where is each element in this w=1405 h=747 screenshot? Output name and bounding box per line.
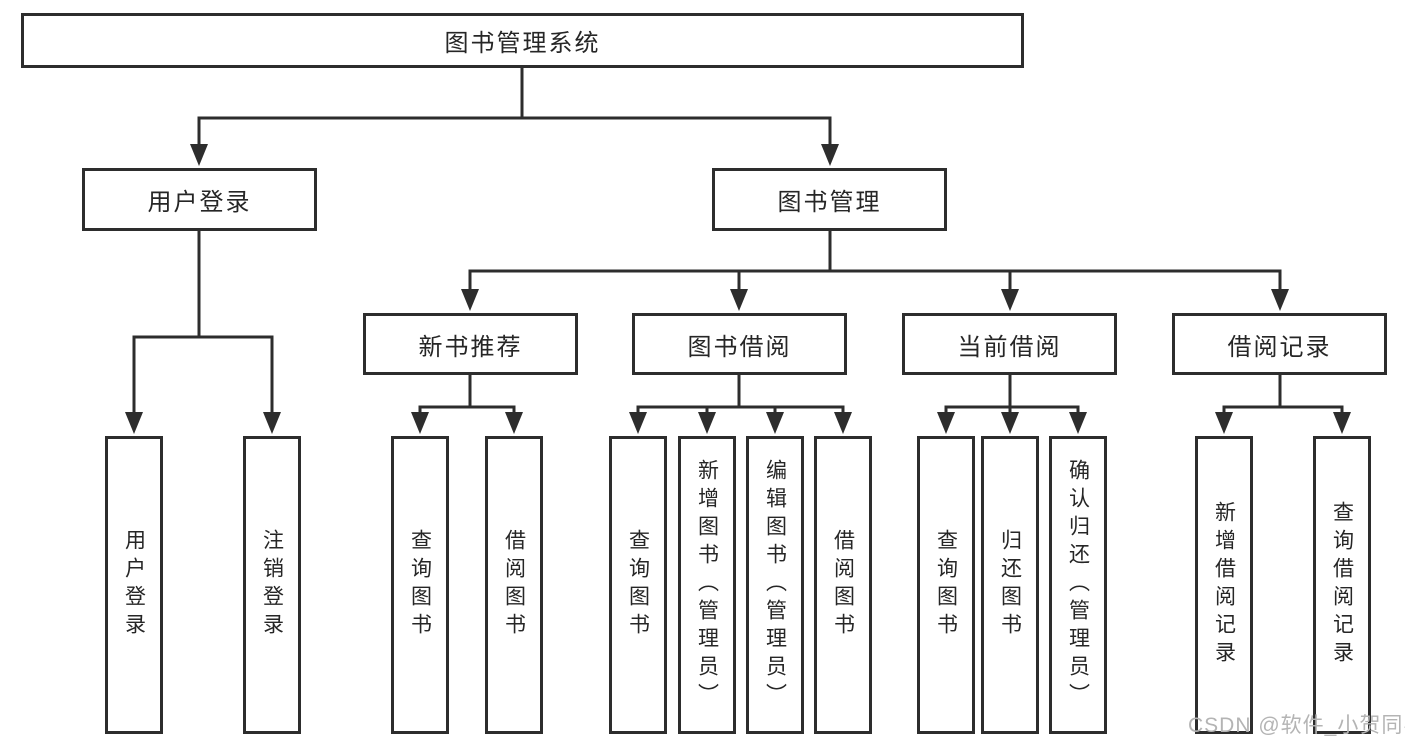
leaf-query-borrow-record: 查询借阅记录: [1313, 436, 1371, 734]
leaf-add-borrow-record: 新增借阅记录: [1195, 436, 1253, 734]
node-library-management-system: 图书管理系统: [21, 13, 1024, 68]
connector-root-to-level2: [190, 68, 839, 166]
leaf-user-login-label: 用户登录: [122, 529, 146, 641]
connector-new-book-recommend-branch: [411, 375, 523, 434]
leaf-query-book-borrow-label: 查询图书: [626, 529, 650, 641]
leaf-return-book: 归还图书: [981, 436, 1039, 734]
connector-current-borrow-branch: [937, 375, 1087, 434]
leaf-borrow-book-label: 借阅图书: [831, 529, 855, 641]
leaf-add-book-admin-label: 新增图书（管理员）: [695, 459, 719, 711]
leaf-borrow-book: 借阅图书: [814, 436, 872, 734]
leaf-query-book-current-label: 查询图书: [934, 529, 958, 641]
leaf-return-book-label: 归还图书: [998, 529, 1022, 641]
leaf-edit-book-admin: 编辑图书（管理员）: [746, 436, 804, 734]
leaf-query-book-current: 查询图书: [917, 436, 975, 734]
node-new-book-recommend: 新书推荐: [363, 313, 578, 375]
node-borrow-records: 借阅记录: [1172, 313, 1387, 375]
connector-user-login-branch: [125, 231, 281, 434]
leaf-query-book-recommend: 查询图书: [391, 436, 449, 734]
node-current-borrow: 当前借阅: [902, 313, 1117, 375]
leaf-query-borrow-record-label: 查询借阅记录: [1330, 501, 1354, 669]
leaf-borrow-book-recommend: 借阅图书: [485, 436, 543, 734]
leaf-add-book-admin: 新增图书（管理员）: [678, 436, 736, 734]
leaf-query-book-borrow: 查询图书: [609, 436, 667, 734]
node-book-borrow: 图书借阅: [632, 313, 847, 375]
leaf-borrow-book-recommend-label: 借阅图书: [502, 529, 526, 641]
csdn-watermark: CSDN @软件_小贺同学: [1188, 714, 1405, 737]
node-book-management: 图书管理: [712, 168, 947, 231]
leaf-logout-login-label: 注销登录: [260, 529, 284, 641]
node-user-login: 用户登录: [82, 168, 317, 231]
leaf-logout-login: 注销登录: [243, 436, 301, 734]
leaf-user-login: 用户登录: [105, 436, 163, 734]
leaf-confirm-return-admin-label: 确认归还（管理员）: [1066, 459, 1090, 711]
connector-book-borrow-branch: [629, 375, 852, 434]
connector-book-management-branch: [461, 231, 1289, 311]
leaf-confirm-return-admin: 确认归还（管理员）: [1049, 436, 1107, 734]
leaf-query-book-recommend-label: 查询图书: [408, 529, 432, 641]
connector-borrow-records-branch: [1215, 375, 1351, 434]
leaf-edit-book-admin-label: 编辑图书（管理员）: [763, 459, 787, 711]
leaf-add-borrow-record-label: 新增借阅记录: [1212, 501, 1236, 669]
